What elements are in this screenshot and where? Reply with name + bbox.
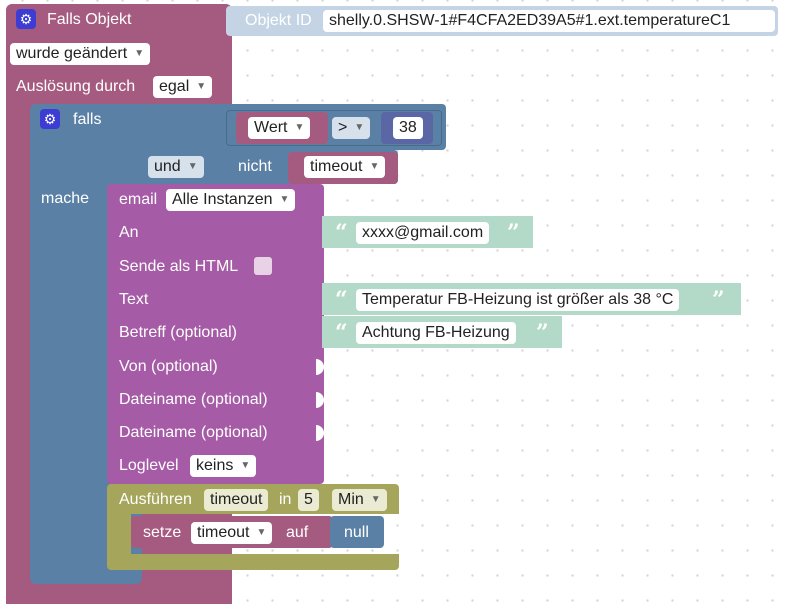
- open-quote-icon: “: [335, 287, 348, 313]
- object-id-field[interactable]: shelly.0.SHSW-1#F4CFA2ED39A5#1.ext.tempe…: [323, 10, 775, 32]
- number-field[interactable]: 38: [393, 117, 423, 139]
- timeout-var-dropdown[interactable]: timeout▼: [304, 156, 386, 178]
- duration-field[interactable]: 5: [298, 489, 319, 511]
- open-quote-icon: “: [335, 320, 348, 346]
- mache-label: mache: [41, 190, 90, 207]
- timeout-name-field[interactable]: timeout: [204, 489, 269, 511]
- wert-dropdown[interactable]: Wert▼: [248, 117, 311, 139]
- set-var-dropdown[interactable]: timeout▼: [191, 522, 273, 544]
- close-quote-icon: ”: [507, 220, 520, 246]
- timeout-block-side: [107, 514, 131, 554]
- chevron-down-icon: ▼: [369, 161, 380, 172]
- trigger-by-label: Auslösung durch: [16, 78, 136, 95]
- chevron-down-icon: ▼: [256, 527, 267, 538]
- object-id-label: Objekt ID: [245, 12, 312, 29]
- trigger-block-bottom: [6, 590, 232, 604]
- email-block[interactable]: [107, 184, 324, 484]
- loglevel-dropdown[interactable]: keins▼: [190, 455, 257, 477]
- from-input-socket[interactable]: [316, 359, 324, 375]
- file2-label: Dateiname (optional): [119, 424, 268, 441]
- chevron-down-icon: ▼: [279, 194, 290, 205]
- to-label: An: [119, 224, 139, 241]
- text-field[interactable]: Temperatur FB-Heizung ist größer als 38 …: [356, 289, 680, 311]
- in-label: in: [279, 491, 292, 508]
- loglevel-label: Loglevel: [119, 457, 179, 474]
- text-label: Text: [119, 291, 149, 308]
- set-label: setze: [143, 524, 182, 541]
- from-label: Von (optional): [119, 358, 218, 375]
- chevron-down-icon: ▼: [187, 161, 198, 172]
- subject-field[interactable]: Achtung FB-Heizung: [356, 322, 516, 344]
- chevron-down-icon: ▼: [240, 460, 251, 471]
- file1-label: Dateiname (optional): [119, 391, 268, 408]
- to-field[interactable]: xxxx@gmail.com: [356, 222, 490, 244]
- to-label-set: auf: [286, 524, 309, 541]
- gear-icon[interactable]: ⚙: [40, 109, 60, 129]
- not-label: nicht: [238, 158, 272, 175]
- trigger-by-dropdown[interactable]: egal▼: [153, 76, 213, 98]
- null-block[interactable]: [330, 516, 384, 548]
- chevron-down-icon: ▼: [294, 122, 305, 133]
- email-title: email: [119, 191, 158, 208]
- file1-input-socket[interactable]: [316, 392, 324, 408]
- chevron-down-icon: ▼: [370, 494, 381, 505]
- change-mode-dropdown[interactable]: wurde geändert▼: [10, 43, 151, 65]
- gear-icon[interactable]: ⚙: [16, 9, 36, 29]
- timeout-block-bottom: [107, 554, 399, 570]
- subject-label: Betreff (optional): [119, 324, 237, 341]
- close-quote-icon: ”: [536, 320, 549, 346]
- file2-input-socket[interactable]: [316, 425, 324, 441]
- chevron-down-icon: ▼: [354, 122, 365, 133]
- logic-op-dropdown[interactable]: und▼: [148, 156, 204, 178]
- null-label: null: [344, 524, 369, 541]
- html-checkbox[interactable]: [254, 257, 272, 275]
- run-label: Ausführen: [119, 491, 192, 508]
- operator-dropdown[interactable]: >▼: [332, 117, 371, 139]
- instance-dropdown[interactable]: Alle Instanzen▼: [166, 189, 296, 211]
- chevron-down-icon: ▼: [196, 81, 207, 92]
- falls-label: falls: [73, 111, 102, 128]
- open-quote-icon: “: [335, 220, 348, 246]
- unit-dropdown[interactable]: Min▼: [332, 489, 387, 511]
- chevron-down-icon: ▼: [134, 48, 145, 59]
- html-label: Sende als HTML: [119, 258, 239, 275]
- close-quote-icon: ”: [712, 287, 725, 313]
- trigger-title: Falls Objekt: [47, 11, 132, 28]
